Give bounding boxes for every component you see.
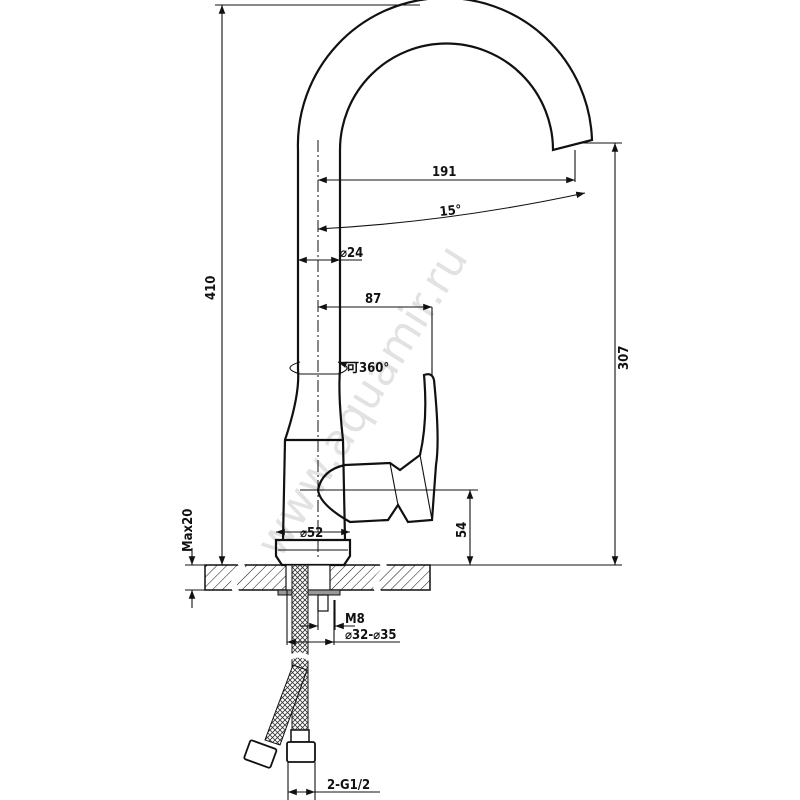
dim-tube-diameter: ⌀24 <box>340 246 363 261</box>
dim-spout-height: 307 <box>617 346 632 370</box>
supply-hoses <box>243 564 316 769</box>
dim-spout-angle: 15° <box>439 203 463 220</box>
dim-stud-thread: M8 <box>345 612 365 627</box>
dim-hole-diameter: ⌀32-⌀35 <box>345 628 397 643</box>
dim-rotation: 可360° <box>346 361 389 376</box>
dim-base-diameter: ⌀52 <box>300 526 323 541</box>
dim-handle-reach: 87 <box>365 292 381 307</box>
dim-total-height: 410 <box>204 276 219 300</box>
dimension-lines <box>185 4 622 800</box>
dim-max-countertop: Max20 <box>181 509 196 552</box>
dim-hose-connection: 2-G1/2 <box>327 778 370 793</box>
watermark: www.aquamir.ru <box>246 236 478 566</box>
dim-spout-reach: 191 <box>432 165 456 180</box>
dim-handle-height: 54 <box>455 522 470 538</box>
